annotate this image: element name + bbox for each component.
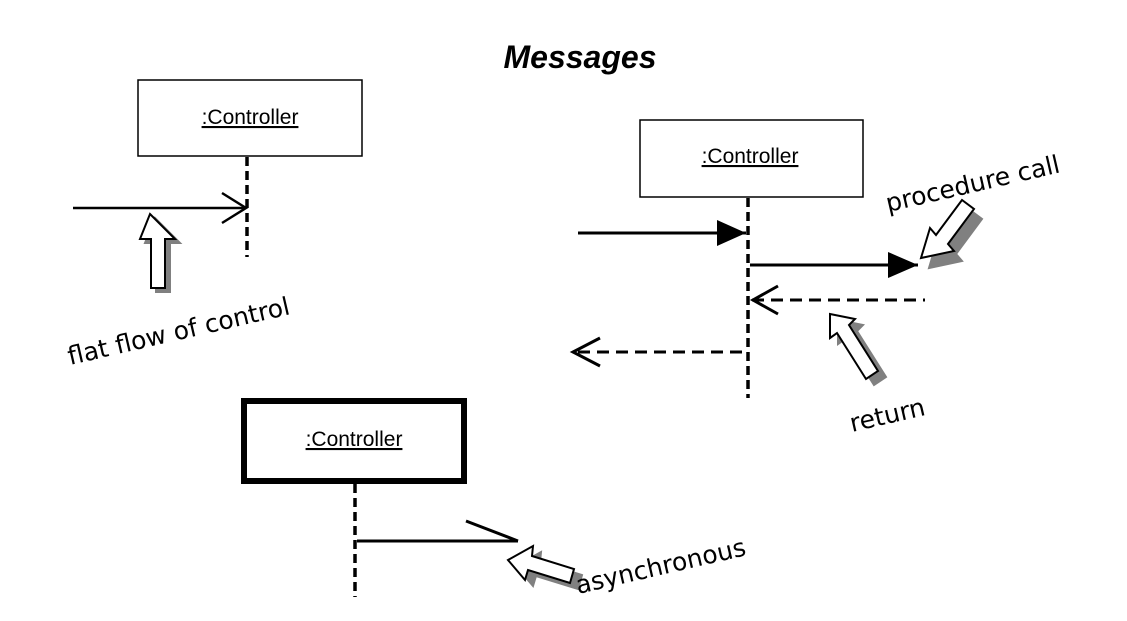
flat-flow-diagram: :Controller flat flow of control [65,79,363,371]
controller-object-box [639,119,864,198]
half-arrowhead [465,519,519,543]
filled-arrowhead [717,220,746,246]
pointer-arrow-icon [138,212,183,293]
open-arrowhead [569,336,601,368]
open-arrowhead [749,284,779,316]
active-controller-object-box [241,398,467,484]
pointer-arrow-icon [919,198,984,270]
open-arrowhead [221,191,249,225]
controller-object-label: :Controller [202,106,299,129]
flat-flow-annotation: flat flow of control [65,292,293,371]
procedure-call-diagram: :Controller procedure call return [569,119,1063,438]
controller-object-box [137,79,363,157]
return-annotation: return [847,392,928,437]
filled-arrowhead [888,252,918,278]
pointer-arrow-icon [829,312,888,387]
controller-object-label: :Controller [702,145,799,168]
pointer-arrow-icon [506,544,584,591]
asynchronous-diagram: :Controller asynchronous [241,398,749,600]
asynchronous-annotation: asynchronous [573,533,749,600]
controller-object-label: :Controller [306,428,403,451]
page-title: Messages [504,39,657,75]
